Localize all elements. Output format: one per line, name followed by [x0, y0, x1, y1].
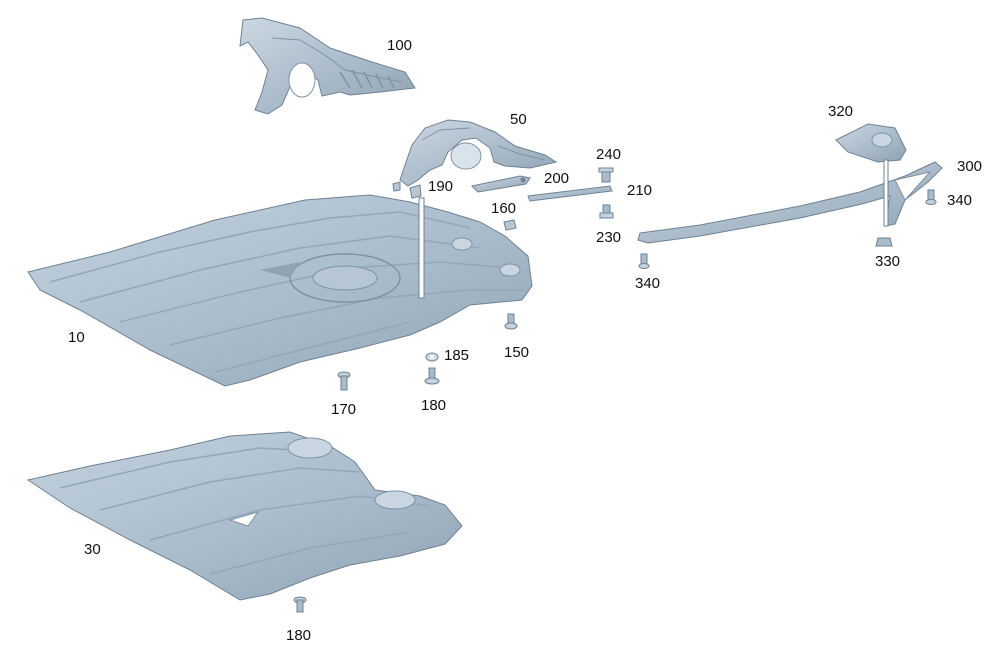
- part-210-strip: [527, 185, 613, 202]
- callout-230: 230: [596, 229, 622, 246]
- callout-210: 210: [627, 182, 653, 199]
- connector-rod-320: [883, 159, 889, 227]
- callout-180-upper: 180: [421, 397, 447, 414]
- part-320-bracket: [835, 123, 907, 163]
- fastener-240: [598, 167, 614, 183]
- callout-50: 50: [510, 111, 527, 128]
- callout-240: 240: [596, 146, 622, 163]
- callout-170: 170: [331, 401, 357, 418]
- part-10-underbody-panel: [27, 194, 533, 387]
- callout-330: 330: [875, 253, 901, 270]
- callout-190: 190: [428, 178, 454, 195]
- fastener-230: [599, 204, 614, 219]
- part-160-clip: [503, 219, 517, 231]
- fastener-340-left: [638, 253, 650, 269]
- callout-180-lower: 180: [286, 627, 312, 644]
- callout-340-right: 340: [947, 192, 973, 209]
- callout-320: 320: [828, 103, 854, 120]
- callout-100: 100: [387, 37, 413, 54]
- callout-10: 10: [68, 329, 85, 346]
- fastener-185: [425, 352, 439, 362]
- callout-30: 30: [84, 541, 101, 558]
- fastener-150: [504, 313, 518, 330]
- callout-340-left: 340: [635, 275, 661, 292]
- connector-rod-190: [418, 197, 425, 299]
- fastener-180-upper: [424, 367, 440, 385]
- part-300-strut-brace: [637, 161, 943, 244]
- part-50-wheel-arch-liner: [399, 119, 558, 187]
- part-100-wheel-arch-liner: [239, 17, 416, 115]
- callout-150: 150: [504, 344, 530, 361]
- callout-200: 200: [544, 170, 570, 187]
- fastener-340-right: [925, 189, 937, 205]
- fastener-170: [337, 371, 351, 391]
- fastener-180-lower: [293, 596, 307, 613]
- callout-160: 160: [491, 200, 517, 217]
- part-200-strip: [470, 175, 531, 193]
- fastener-330: [875, 237, 893, 247]
- callout-185: 185: [444, 347, 470, 364]
- callout-300: 300: [957, 158, 983, 175]
- part-30-underbody-panel: [26, 431, 463, 601]
- part-190-clip: [392, 181, 422, 199]
